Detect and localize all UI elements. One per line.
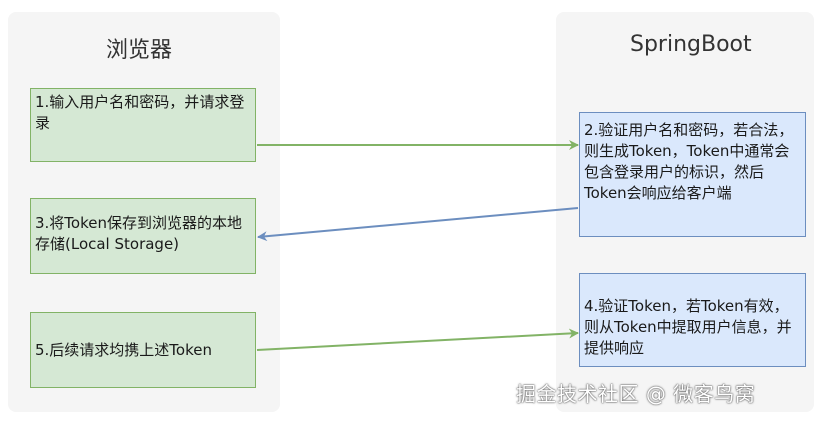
step1-request-login-box: 1.输入用户名和密码，并请求登录 [30, 88, 256, 162]
step5-subsequent-requests-box: 5.后续请求均携上述Token [30, 312, 256, 388]
server-lane-title: SpringBoot [630, 32, 752, 57]
step2-verify-credentials-box: 2.验证用户名和密码，若合法，则生成Token，Token中通常会包含登录用户的… [579, 112, 806, 237]
step4-verify-token-box: 4.验证Token，若Token有效，则从Token中提取用户信息，并提供响应 [579, 273, 806, 367]
step5-label: 5.后续请求均携上述Token [35, 340, 212, 359]
arrow-step2-to-step3 [257, 207, 579, 242]
step3-store-token-box: 3.将Token保存到浏览器的本地存储(Local Storage) [30, 198, 256, 274]
browser-lane-title: 浏览器 [106, 38, 173, 63]
watermark: 掘金技术社区 @ 微客鸟窝 [516, 382, 756, 406]
arrow-step5-to-step4 [256, 328, 579, 351]
